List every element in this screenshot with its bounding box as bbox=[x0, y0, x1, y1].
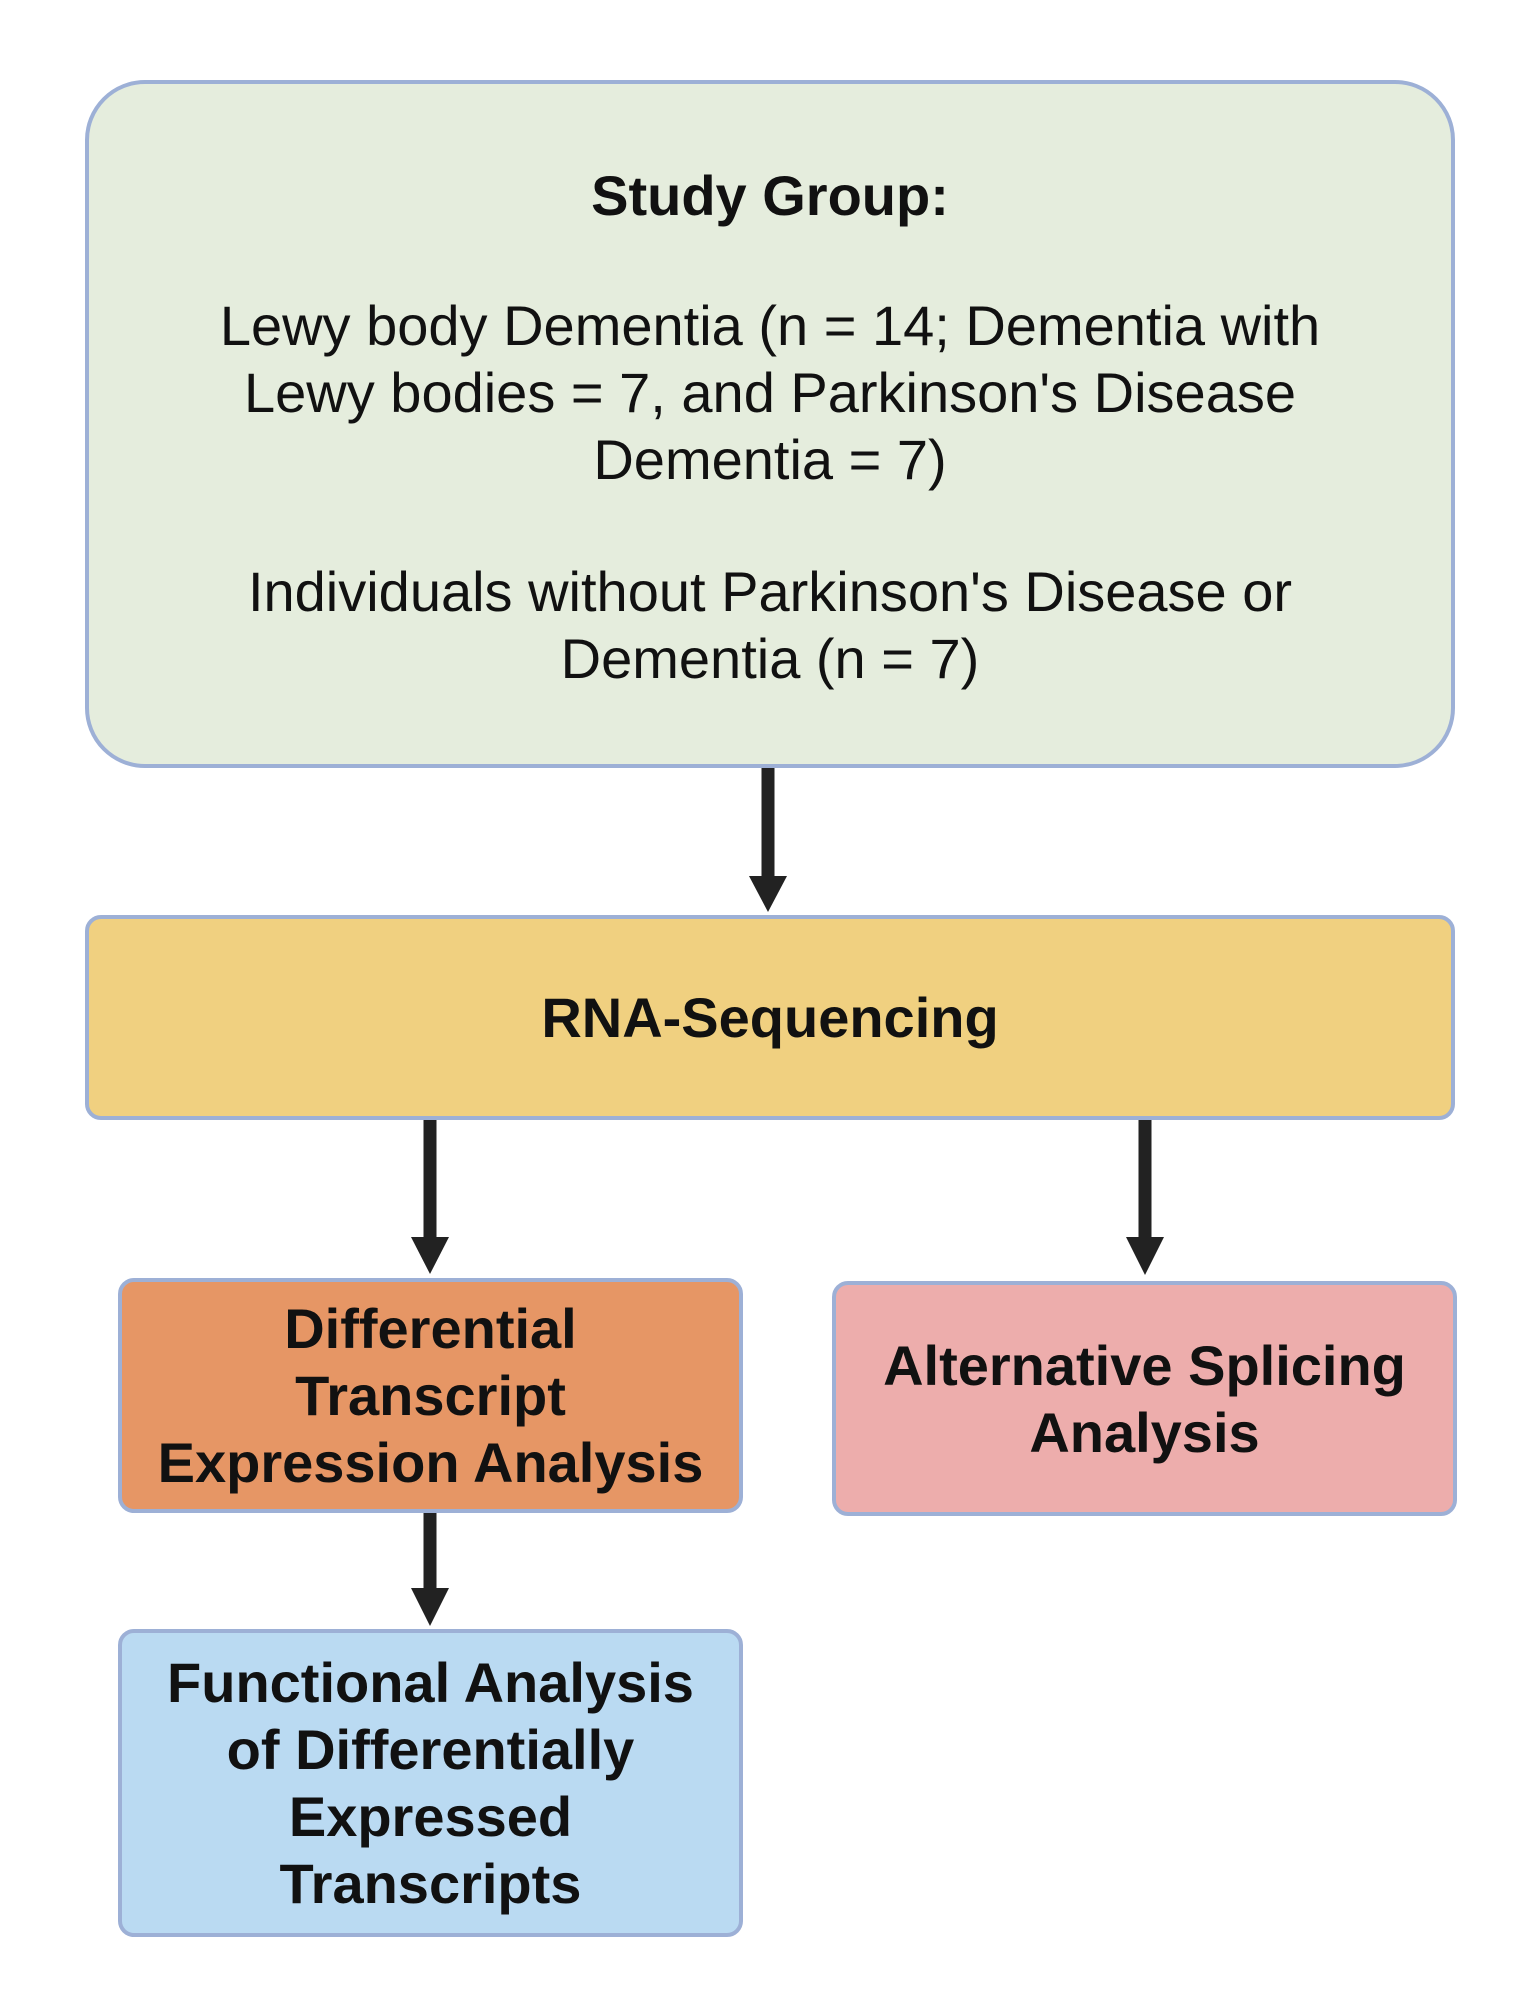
functional-analysis-box: Functional Analysis of Differentially Ex… bbox=[118, 1629, 743, 1937]
functional-analysis-line: of Differentially bbox=[226, 1718, 635, 1781]
differential-expression-line: Differential bbox=[284, 1297, 577, 1360]
functional-analysis-line: Functional Analysis bbox=[167, 1651, 694, 1714]
alternative-splicing-line: Analysis bbox=[1029, 1400, 1260, 1464]
arrow-differential-to-functional bbox=[411, 1513, 449, 1626]
alternative-splicing-line: Alternative Splicing bbox=[883, 1333, 1406, 1397]
differential-expression-label: Differential Transcript Expression Analy… bbox=[158, 1295, 704, 1496]
arrow-rna-to-differential bbox=[411, 1120, 449, 1274]
alternative-splicing-label: Alternative Splicing Analysis bbox=[883, 1332, 1406, 1466]
rna-sequencing-label: RNA-Sequencing bbox=[541, 986, 999, 1049]
rna-sequencing-box: RNA-Sequencing bbox=[85, 915, 1455, 1120]
differential-expression-line: Expression Analysis bbox=[157, 1431, 704, 1494]
functional-analysis-line: Transcripts bbox=[279, 1852, 582, 1915]
arrow-rna-to-splicing bbox=[1126, 1120, 1164, 1275]
study-group-title: Study Group: bbox=[591, 164, 949, 227]
differential-expression-line: Transcript bbox=[295, 1364, 566, 1427]
study-group-lewy-body-text: Lewy body Dementia (n = 14; Dementia wit… bbox=[219, 294, 1321, 491]
study-group-control-text: Individuals without Parkinson's Disease … bbox=[247, 560, 1293, 690]
functional-analysis-line: Expressed bbox=[288, 1785, 573, 1848]
differential-expression-box: Differential Transcript Expression Analy… bbox=[118, 1278, 743, 1513]
functional-analysis-label: Functional Analysis of Differentially Ex… bbox=[167, 1649, 694, 1917]
arrow-study-to-rna bbox=[749, 768, 787, 912]
alternative-splicing-box: Alternative Splicing Analysis bbox=[832, 1281, 1457, 1516]
study-group-box: Study Group: Lewy body Dementia (n = 14;… bbox=[85, 80, 1455, 768]
